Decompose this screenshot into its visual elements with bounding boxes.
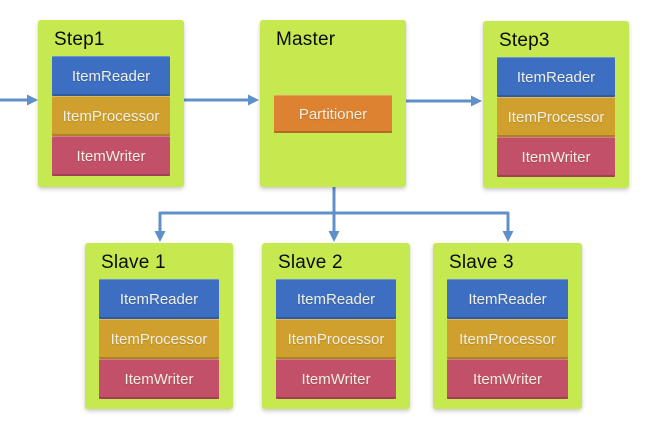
arrowhead-into-step1 — [27, 94, 38, 106]
arrowhead-master-to-step3 — [471, 95, 482, 107]
step3-itemprocessor: ItemProcessor — [497, 97, 615, 137]
node-slave3-title: Slave 3 — [449, 252, 514, 273]
node-step3-title: Step3 — [499, 30, 550, 51]
slave1-itemwriter: ItemWriter — [99, 359, 219, 399]
node-slave1-title: Slave 1 — [101, 252, 166, 273]
master-partitioner: Partitioner — [274, 95, 392, 133]
slave3-itemprocessor: ItemProcessor — [447, 319, 568, 359]
node-slave3: Slave 3 ItemReader ItemProcessor ItemWri… — [433, 243, 582, 409]
slave1-itemreader: ItemReader — [99, 279, 219, 319]
arrowhead-master-to-slave3 — [502, 231, 514, 242]
slave3-itemreader: ItemReader — [447, 279, 568, 319]
node-step1: Step1 ItemReader ItemProcessor ItemWrite… — [38, 20, 184, 187]
step3-itemreader: ItemReader — [497, 57, 615, 97]
slave2-itemprocessor: ItemProcessor — [276, 319, 396, 359]
slave2-itemreader: ItemReader — [276, 279, 396, 319]
node-step3: Step3 ItemReader ItemProcessor ItemWrite… — [483, 21, 629, 188]
node-master-title: Master — [276, 29, 336, 50]
node-step1-title: Step1 — [54, 29, 105, 50]
arrowhead-master-to-slave2 — [328, 231, 340, 242]
arrowhead-master-to-slave1 — [154, 231, 166, 242]
slave1-itemprocessor: ItemProcessor — [99, 319, 219, 359]
node-slave2: Slave 2 ItemReader ItemProcessor ItemWri… — [262, 243, 410, 409]
step1-itemprocessor: ItemProcessor — [52, 96, 170, 136]
node-slave1: Slave 1 ItemReader ItemProcessor ItemWri… — [85, 243, 233, 409]
arrowhead-step1-to-master — [248, 94, 259, 106]
node-slave2-title: Slave 2 — [278, 252, 343, 273]
step3-itemwriter: ItemWriter — [497, 137, 615, 177]
slave2-itemwriter: ItemWriter — [276, 359, 396, 399]
step1-itemreader: ItemReader — [52, 56, 170, 96]
slave3-itemwriter: ItemWriter — [447, 359, 568, 399]
step1-itemwriter: ItemWriter — [52, 136, 170, 176]
arrow-line-branch — [158, 211, 510, 232]
node-master: Master Partitioner — [260, 20, 406, 187]
